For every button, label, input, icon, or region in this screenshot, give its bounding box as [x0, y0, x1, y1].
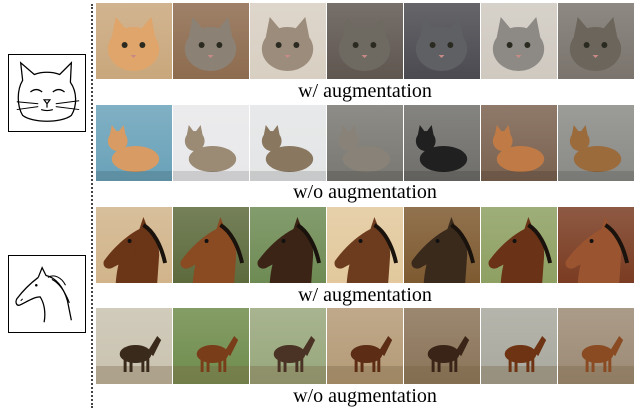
caption-horse-with-augmentation: w/ augmentation [298, 284, 432, 306]
horse-head-photo [481, 207, 557, 283]
horse-full-photo [481, 308, 557, 384]
horse-head-photo [558, 207, 634, 283]
cat-sketch [8, 54, 86, 132]
horse-head-photo [404, 207, 480, 283]
cat-face-photo [558, 3, 634, 79]
cat-non-augmented-row [96, 105, 634, 181]
horse-sketch [8, 255, 86, 333]
caption-horse-without-augmentation: w/o augmentation [293, 385, 437, 407]
cat-augmented-row [96, 3, 634, 79]
dotted-divider [91, 4, 93, 408]
cat-body-photo [558, 105, 634, 181]
cat-face-photo [173, 3, 249, 79]
cat-face-photo [404, 3, 480, 79]
cat-face-photo [327, 3, 403, 79]
cat-face-photo [481, 3, 557, 79]
horse-head-photo [327, 207, 403, 283]
horse-non-augmented-row [96, 308, 634, 384]
cat-face-photo [96, 3, 172, 79]
cat-body-photo [481, 105, 557, 181]
caption-cat-with-augmentation: w/ augmentation [298, 80, 432, 102]
horse-sketch-icon [15, 266, 72, 323]
horse-full-photo [96, 308, 172, 384]
caption-cat-without-augmentation: w/o augmentation [293, 181, 437, 203]
cat-body-photo [96, 105, 172, 181]
horse-full-photo [173, 308, 249, 384]
cat-body-photo [173, 105, 249, 181]
horse-head-photo [96, 207, 172, 283]
horse-full-photo [558, 308, 634, 384]
horse-head-photo [250, 207, 326, 283]
horse-head-photo [173, 207, 249, 283]
cat-body-photo [404, 105, 480, 181]
horse-full-photo [327, 308, 403, 384]
cat-body-photo [250, 105, 326, 181]
horse-augmented-row [96, 207, 634, 283]
cat-sketch-icon [16, 61, 80, 122]
horse-full-photo [250, 308, 326, 384]
cat-body-photo [327, 105, 403, 181]
cat-face-photo [250, 3, 326, 79]
horse-full-photo [404, 308, 480, 384]
